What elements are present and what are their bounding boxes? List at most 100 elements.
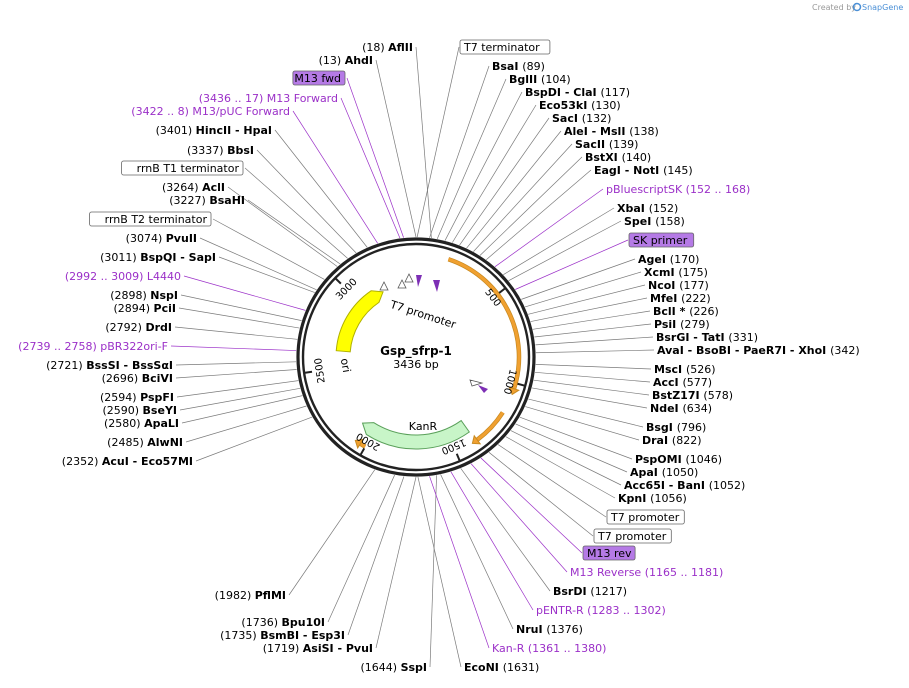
site-position: (3264) [162, 181, 202, 194]
site-position: (1052) [709, 479, 746, 492]
enzyme-name: SspI [401, 661, 427, 674]
site-position: (2590) [102, 404, 142, 417]
site-label-right: BstZ17I (578) [652, 389, 733, 402]
enzyme-label: (3074) PvuII [126, 232, 197, 245]
site-label-right: T7 promoter [606, 509, 685, 525]
site-leader-line [533, 379, 650, 396]
site-position: (342) [830, 344, 860, 357]
enzyme-label: BglII (104) [509, 73, 571, 86]
enzyme-label: BstZ17I (578) [652, 389, 733, 402]
site-position: (1719) [263, 642, 303, 655]
site-label-right: Kan-R (1361 .. 1380) [492, 642, 606, 655]
site-label-right: Eco53kI (130) [539, 99, 621, 112]
site-position: (1736) [241, 616, 281, 629]
enzyme-label: (2485) AlwNI [107, 436, 183, 449]
enzyme-label: Eco53kI (130) [539, 99, 621, 112]
site-leader-line [444, 91, 523, 241]
site-leader-line [218, 256, 315, 293]
site-label-right: M13 Reverse (1165 .. 1181) [570, 566, 723, 579]
site-leader-line [375, 59, 417, 238]
enzyme-label: DraI (822) [642, 434, 702, 447]
enzyme-name: BsrGI - TatI [656, 331, 728, 344]
site-leader-line [486, 169, 592, 260]
site-label-left: rrnB T1 terminator [121, 160, 244, 176]
enzyme-label: (2594) PspFI [100, 391, 174, 404]
backbone-inner [301, 242, 531, 472]
feature-box-label: rrnB T2 terminator [105, 213, 208, 226]
label-box [121, 160, 244, 176]
plasmid-backbone [296, 237, 536, 477]
enzyme-label: (1735) BsmBI - Esp3I [220, 629, 345, 642]
enzyme-name: HincII - HpaI [196, 124, 272, 137]
site-label-left: (1736) Bpu10I [241, 616, 325, 629]
primer-label: Kan-R (1361 .. 1380) [492, 642, 606, 655]
enzyme-name: SacII [575, 138, 609, 151]
enzyme-name: NruI [516, 623, 546, 636]
enzyme-name: AclI [202, 181, 225, 194]
site-leader-line [479, 156, 583, 256]
site-label-right: NcoI (177) [648, 279, 709, 292]
site-leader-line [274, 129, 368, 248]
enzyme-label: BsgI (796) [646, 421, 706, 434]
site-label-right: pENTR-R (1283 .. 1302) [536, 604, 666, 617]
enzyme-name: EagI - NotI [594, 164, 663, 177]
enzyme-name: PspFI [140, 391, 174, 404]
site-position: (526) [686, 363, 716, 376]
site-label-left: (2590) BseYI [102, 404, 177, 417]
site-leader-line [429, 475, 437, 668]
site-leader-line [535, 349, 655, 354]
site-leader-line [429, 65, 490, 238]
enzyme-label: AleI - MslI (138) [564, 125, 659, 138]
site-leader-line [195, 416, 313, 462]
site-leader-line [183, 275, 306, 311]
enzyme-name: BglII [509, 73, 541, 86]
enzyme-label: MfeI (222) [650, 292, 711, 305]
enzyme-label: (1719) AsiSI - PvuI [263, 642, 373, 655]
site-label-right: BsgI (796) [646, 421, 706, 434]
site-position: (89) [522, 60, 545, 73]
site-leader-line [174, 326, 298, 340]
site-label-right: T7 promoter [593, 528, 672, 544]
credit-text: Created by [812, 3, 856, 12]
label-box [606, 509, 685, 525]
primer-label: pBluescriptSK (152 .. 168) [606, 183, 750, 196]
site-leader-line [417, 476, 462, 668]
site-leader-line [212, 218, 325, 280]
site-label-left: (1982) PflMI [215, 589, 286, 602]
site-label-right: DraI (822) [642, 434, 702, 447]
site-position: (139) [609, 138, 639, 151]
enzyme-name: BssSI - BssSαI [86, 359, 173, 372]
site-lines [170, 46, 655, 668]
site-label-left: (2894) PciI [113, 302, 176, 315]
site-position: (1050) [662, 466, 699, 479]
enzyme-name: ApaI [630, 466, 662, 479]
site-leader-line [176, 380, 299, 398]
site-leader-line [450, 471, 534, 611]
tick-mark [498, 287, 506, 294]
enzyme-label: BstXI (140) [585, 151, 651, 164]
label-box [459, 39, 551, 55]
site-position: (796) [677, 421, 707, 434]
site-leader-line [170, 345, 297, 351]
site-label-right: PsiI (279) [654, 318, 710, 331]
enzyme-name: PspOMI [635, 453, 686, 466]
enzyme-name: EcoNI [464, 661, 503, 674]
label-box [593, 528, 672, 544]
site-position: (152) [649, 202, 679, 215]
site-leader-line [244, 167, 348, 259]
enzyme-label: SacI (132) [552, 112, 611, 125]
site-label-right: EagI - NotI (145) [594, 164, 693, 177]
primer-label: (2739 .. 2758) pBR322ori-F [18, 340, 168, 353]
enzyme-label: (1982) PflMI [215, 589, 286, 602]
site-label-left: (2352) AcuI - Eco57MI [62, 455, 193, 468]
enzyme-label: PspOMI (1046) [635, 453, 722, 466]
enzyme-name: BspQI - SapI [140, 251, 216, 264]
enzyme-label: AgeI (170) [638, 253, 699, 266]
site-label-left: rrnB T2 terminator [89, 211, 212, 227]
enzyme-label: NruI (1376) [516, 623, 583, 636]
site-position: (222) [681, 292, 711, 305]
enzyme-name: AgeI [638, 253, 670, 266]
plasmid-name: Gsp_sfrp-1 [380, 344, 452, 359]
enzyme-label: (2792) DrdI [105, 321, 172, 334]
